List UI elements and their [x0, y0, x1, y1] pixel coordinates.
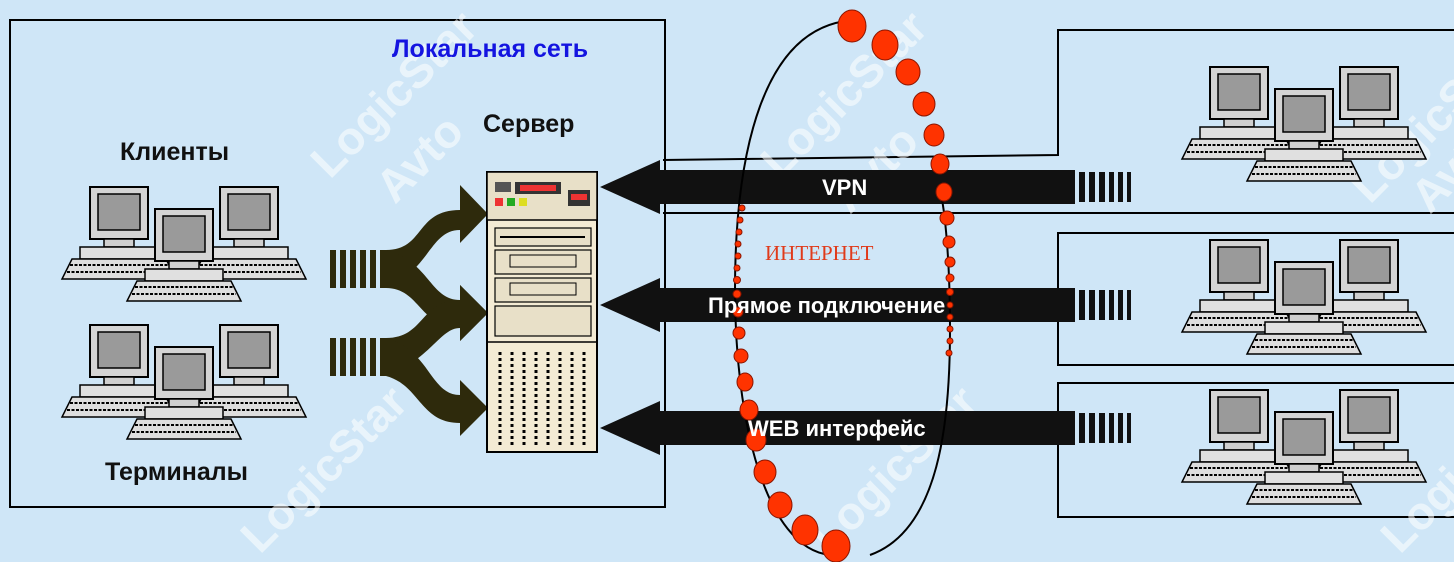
server: [486, 171, 598, 453]
direct-connection-label: Прямое подключение: [708, 293, 946, 318]
server-label: Сервер: [483, 110, 575, 138]
clients-label: Клиенты: [120, 138, 230, 166]
terminals-label: Терминалы: [105, 458, 248, 486]
terminals-computer-group: [62, 325, 306, 439]
remote-frame-bottom: [1057, 382, 1454, 518]
remote-frame-top: [662, 29, 1454, 161]
internet-label: ИНТЕРНЕТ: [765, 241, 874, 265]
remote-computers-web: [1182, 390, 1426, 504]
local-network-title: Локальная сеть: [392, 35, 589, 63]
local-network-frame: [9, 19, 666, 508]
vpn-arrow: [600, 160, 1131, 214]
remote-computers-direct: [1182, 240, 1426, 354]
web-interface-label: WEB интерфейс: [748, 416, 926, 441]
web-arrow: [600, 401, 1131, 455]
clients-computer-group: [62, 187, 306, 301]
direct-arrow: [600, 278, 1131, 332]
vpn-label: VPN: [822, 175, 868, 200]
lan-connector: [330, 185, 488, 436]
internet-ring: [732, 9, 956, 562]
